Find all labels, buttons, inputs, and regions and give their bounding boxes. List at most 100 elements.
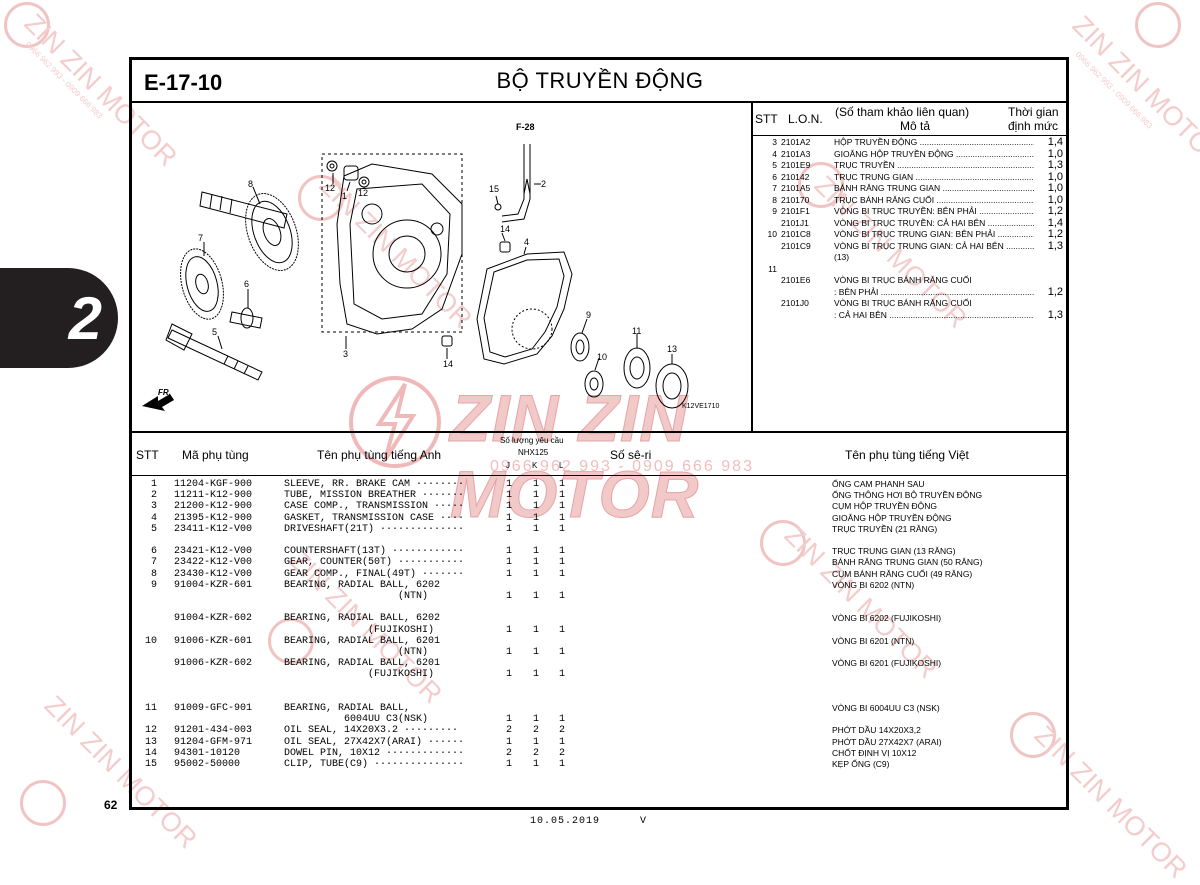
- lon-cell-stt: 5: [772, 160, 777, 170]
- table-row: [132, 692, 1067, 703]
- callout-3: 3: [343, 349, 349, 359]
- parts-cell-l: 1: [558, 512, 565, 524]
- parts-cell-code: 23421-K12-V00: [174, 546, 253, 558]
- parts-cell-k: 1: [532, 736, 539, 748]
- lon-cell-stt: 9: [772, 206, 777, 216]
- parts-cell-j: 1: [505, 546, 512, 558]
- final-gear-shaft: [199, 191, 288, 229]
- parts-cell-en: COUNTERSHAFT(13T) ············: [284, 546, 465, 558]
- diagram-divider: [751, 102, 753, 432]
- parts-cell-stt: 8: [150, 568, 157, 580]
- watermark-diagonal-right: ZIN ZIN MOTOR: [1066, 10, 1200, 175]
- parts-cell-vi: CỤM BÁNH RĂNG CUỐI (49 RĂNG): [832, 568, 973, 579]
- lon-header-time-1: Thời gian: [1008, 105, 1059, 119]
- lon-cell-desc: TRỤC TRUYỀN: [834, 160, 1034, 171]
- parts-cell-l: 1: [558, 568, 565, 580]
- lon-row: 11: [755, 264, 1065, 275]
- parts-cell-code: 11204-KGF-900: [174, 479, 253, 490]
- parts-cell-k: 1: [532, 624, 539, 636]
- lon-cell-code: 2101J0: [781, 298, 809, 308]
- counter-gear: [180, 248, 224, 320]
- parts-cell-l: 1: [558, 501, 565, 513]
- table-row: [132, 602, 1067, 613]
- callout-1: 1: [342, 191, 348, 201]
- parts-cell-k: 1: [532, 490, 539, 502]
- lon-cell-code: 2101A3: [781, 148, 811, 159]
- parts-header-col-k: K: [532, 461, 538, 470]
- page-number: 62: [104, 798, 118, 812]
- parts-cell-k: 1: [532, 557, 539, 569]
- lon-cell-stt: 3: [772, 137, 777, 147]
- lon-cell-code: 2101E9: [781, 160, 811, 170]
- lon-row: : CẢ HAI BÊN1,3: [755, 308, 1065, 321]
- parts-cell-stt: 15: [144, 759, 157, 770]
- parts-cell-vi: TRỤC TRUYỀN (21 RĂNG): [832, 523, 938, 534]
- callout-6: 6: [244, 279, 250, 289]
- chapter-tab: 2: [0, 268, 118, 368]
- footer-mark: V: [640, 816, 648, 827]
- parts-cell-j: 2: [505, 725, 512, 737]
- lon-cell-code: 210170: [781, 194, 810, 205]
- page-title: BỘ TRUYỀN ĐỘNG: [496, 68, 704, 93]
- parts-cell-l: 2: [558, 747, 565, 759]
- transmission-diagram-drawing: [142, 144, 689, 411]
- parts-cell-j: 1: [505, 669, 512, 681]
- parts-cell-vi: GIOĂNG HỘP TRUYỀN ĐỘNG: [832, 512, 952, 523]
- driveshaft: [167, 329, 263, 381]
- parts-cell-stt: 7: [150, 557, 157, 569]
- parts-cell-stt: 3: [150, 501, 157, 513]
- parts-cell-code: 21395-K12-900: [174, 512, 253, 524]
- parts-header-name-en: Tên phụ tùng tiếng Anh: [317, 448, 442, 462]
- lon-header-desc: Mô tả: [900, 119, 931, 133]
- parts-cell-k: 1: [532, 669, 539, 681]
- parts-cell-code: 94301-10120: [174, 747, 241, 759]
- lon-cell-code: 2101J1: [781, 217, 809, 228]
- parts-cell-stt: 2: [150, 490, 157, 502]
- lon-cell-code: 2101C9: [781, 240, 811, 251]
- lon-cell-time: 1,3: [1047, 159, 1063, 171]
- lon-row: : BÊN PHẢI1,2: [755, 286, 1065, 298]
- lon-cell-stt: 11: [768, 263, 777, 274]
- parts-cell-stt: 5: [150, 523, 157, 535]
- parts-cell-code: 91006-KZR-602: [174, 658, 253, 670]
- parts-cell-code: 91201-434-003: [174, 725, 253, 737]
- parts-cell-j: 1: [505, 568, 512, 580]
- table-row: [132, 681, 1067, 692]
- parts-cell-vi: VÒNG BI 6202 (FUJIKOSHI): [832, 613, 942, 624]
- lon-cell-desc: : BÊN PHẢI: [834, 287, 1034, 298]
- parts-cell-vi: VÒNG BI 6004UU C3 (NSK): [832, 703, 940, 713]
- watermark-logo-upper-mid: [298, 175, 344, 221]
- lon-cell-time: 1,3: [1047, 308, 1063, 321]
- parts-cell-vi: ỐNG THÔNG HƠI BỘ TRUYỀN ĐỘNG: [832, 490, 983, 501]
- parts-header-name-vi: Tên phụ tùng tiếng Việt: [845, 448, 969, 462]
- parts-cell-code: 91204-GFM-971: [174, 736, 253, 748]
- parts-header-stt: STT: [136, 448, 159, 462]
- parts-cell-j: 1: [505, 523, 512, 535]
- parts-cell-en: OIL SEAL, 27X42X7(ARAI) ······: [284, 736, 465, 748]
- parts-cell-en: (FUJIKOSHI): [284, 669, 435, 681]
- lon-cell-stt: 7: [772, 183, 777, 193]
- parts-cell-en: GEAR, COUNTER(50T) ···········: [284, 557, 465, 569]
- parts-cell-stt: 13: [144, 736, 157, 748]
- lon-header-divider: [753, 135, 1067, 136]
- callout-7: 7: [198, 233, 204, 243]
- lon-header-lon: L.O.N.: [788, 112, 823, 126]
- parts-cell-code: 91009-GFC-901: [174, 703, 253, 714]
- parts-cell-code: 11211-K12-900: [174, 490, 253, 502]
- parts-cell-l: 1: [558, 479, 565, 490]
- lon-cell-code: 2101A5: [781, 183, 811, 193]
- parts-cell-vi: VÒNG BI 6201 (NTN): [832, 635, 915, 646]
- lon-cell-time: 1,0: [1047, 182, 1063, 194]
- bearing-11: [623, 347, 651, 389]
